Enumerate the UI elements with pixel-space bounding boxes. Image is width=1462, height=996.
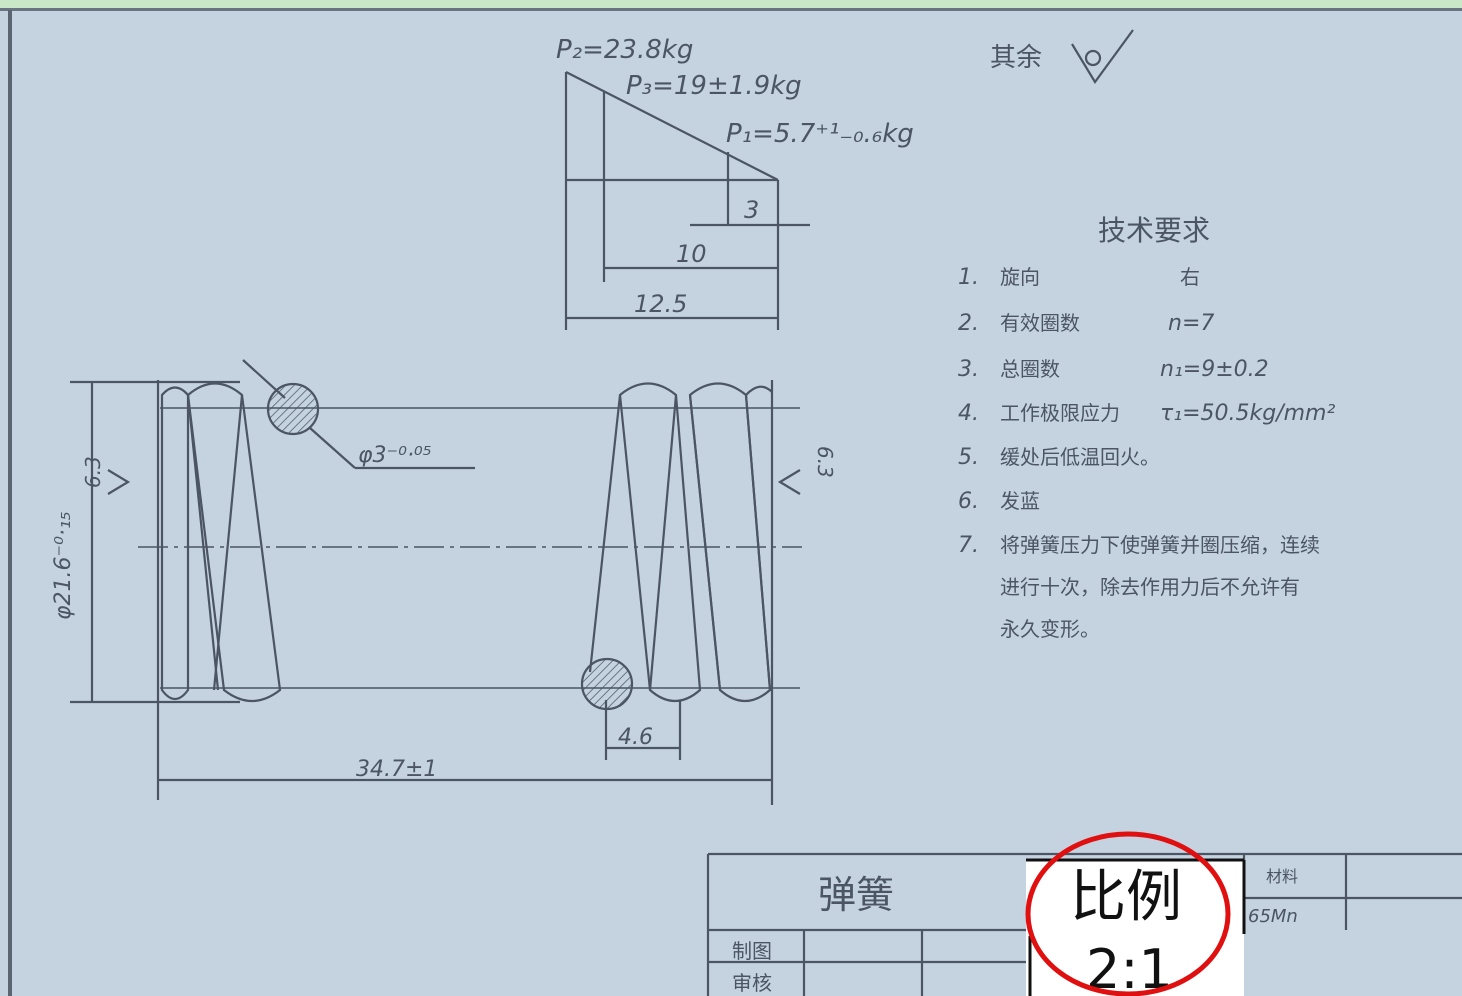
sheet-top-border bbox=[0, 8, 1462, 11]
requirements-title: 技术要求 bbox=[1098, 214, 1210, 247]
req-4-num: 4. bbox=[958, 401, 979, 426]
req-5-label: 缓处后低温回火。 bbox=[1000, 445, 1160, 469]
material-value: 65Mn bbox=[1248, 906, 1298, 927]
force-label-p3: P₃=19±1.9kg bbox=[626, 71, 802, 101]
wire-diameter-label: φ3⁻⁰·⁰⁵ bbox=[358, 443, 432, 468]
title-block bbox=[706, 852, 1462, 996]
req-7-label: 将弹簧压力下使弹簧并圈压缩，连续 bbox=[1000, 533, 1320, 557]
force-label-p2: P₂=23.8kg bbox=[556, 35, 693, 65]
scale-callout: 比例 2:1 bbox=[1025, 831, 1246, 996]
surface-finish-symbol bbox=[1071, 29, 1134, 84]
req-6-label: 发蓝 bbox=[1000, 489, 1040, 513]
force-label-p1: P₁=5.7⁺¹₋₀.₆kg bbox=[726, 119, 914, 149]
material-label: 材料 bbox=[1266, 867, 1298, 886]
scale-highlight-circle bbox=[1025, 831, 1231, 996]
wire-section-bottom bbox=[580, 657, 634, 711]
window-top-band bbox=[0, 0, 1462, 8]
roughness-symbol-right bbox=[777, 469, 801, 495]
req-2-label: 有效圈数 bbox=[1000, 311, 1080, 335]
req-3-num: 3. bbox=[958, 357, 979, 382]
requirements-list: 1. 旋向 右 2. 有效圈数 n=7 3. 总圈数 n₁=9±0.2 4. 工… bbox=[958, 265, 1335, 641]
scale-value: 2:1 bbox=[1086, 938, 1173, 996]
req-1-label: 旋向 bbox=[1000, 265, 1040, 289]
roughness-symbol-left bbox=[107, 469, 131, 495]
req-2-value: n=7 bbox=[1168, 311, 1214, 336]
req-7-line-2: 进行十次，除去作用力后不允许有 bbox=[1000, 575, 1300, 599]
req-4-label: 工作极限应力 bbox=[1000, 401, 1120, 425]
dim-12-5: 12.5 bbox=[634, 290, 687, 318]
wire-dia-leader bbox=[242, 359, 475, 470]
wire-section-top bbox=[266, 382, 320, 436]
req-7-num: 7. bbox=[958, 533, 979, 558]
scale-label: 比例 bbox=[1070, 865, 1182, 930]
req-5-num: 5. bbox=[958, 445, 979, 470]
req-1-value: 右 bbox=[1180, 265, 1200, 289]
req-2-num: 2. bbox=[958, 311, 979, 336]
pitch-label: 4.6 bbox=[618, 725, 653, 750]
dim-10: 10 bbox=[676, 240, 707, 268]
spring-dimension-lines bbox=[70, 380, 802, 805]
req-3-label: 总圈数 bbox=[1000, 357, 1060, 381]
checked-by-label: 审核 bbox=[732, 971, 772, 995]
roughness-left-label: 6.3 bbox=[81, 456, 105, 488]
req-3-value: n₁=9±0.2 bbox=[1160, 357, 1269, 382]
load-diagram bbox=[564, 71, 810, 330]
req-4-value: τ₁=50.5kg/mm² bbox=[1160, 401, 1335, 426]
outer-diameter-label: φ21.6⁻⁰·₁₅ bbox=[51, 511, 76, 620]
drawn-by-label: 制图 bbox=[732, 939, 772, 963]
req-1-num: 1. bbox=[958, 265, 979, 290]
right-coils bbox=[588, 382, 773, 703]
req-6-num: 6. bbox=[958, 489, 979, 514]
free-length-label: 34.7±1 bbox=[356, 757, 437, 782]
surface-finish-label: 其余 bbox=[990, 43, 1042, 73]
left-coils bbox=[160, 382, 282, 702]
req-7-line-3: 永久变形。 bbox=[1000, 617, 1100, 641]
sheet-left-border bbox=[8, 10, 12, 996]
dim-3: 3 bbox=[744, 196, 759, 224]
part-name: 弹簧 bbox=[818, 873, 894, 917]
roughness-right-label: 6.3 bbox=[813, 446, 837, 478]
